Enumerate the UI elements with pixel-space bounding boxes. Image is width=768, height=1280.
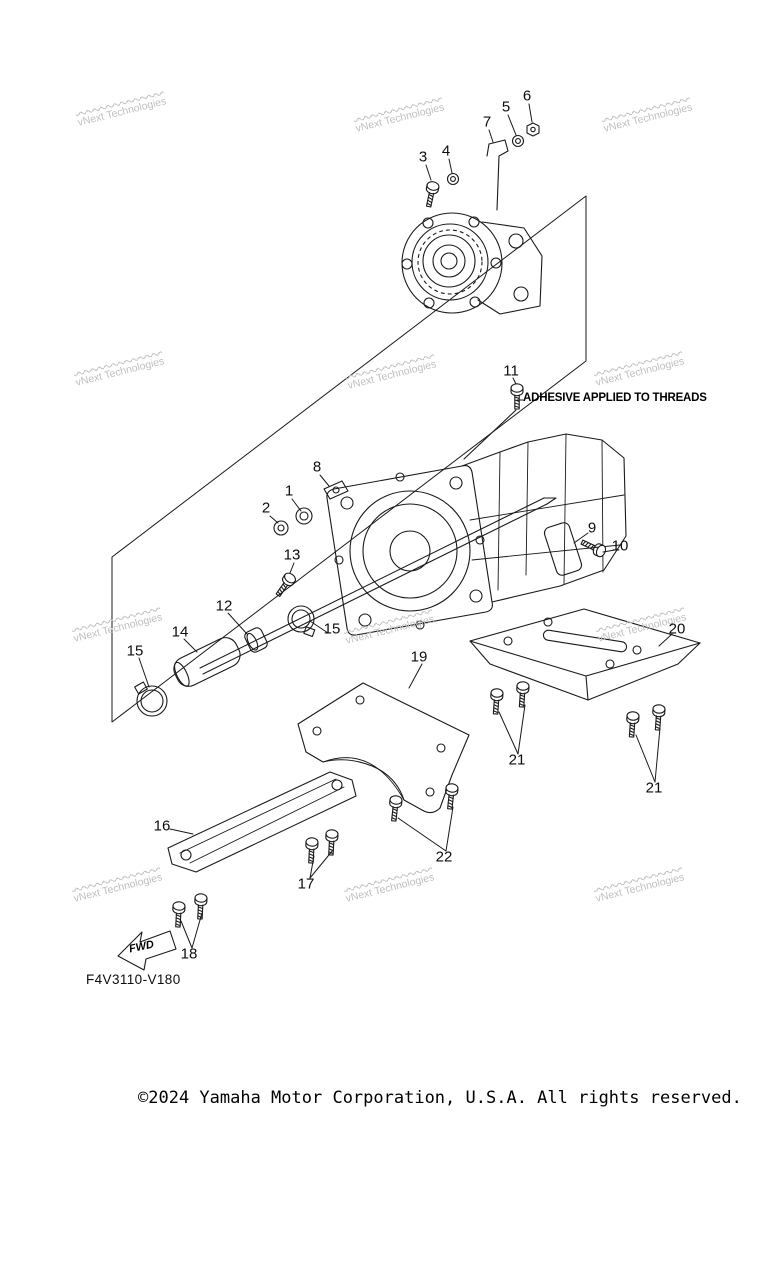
callout-15: 15 (126, 642, 144, 660)
callout-6: 6 (522, 87, 532, 105)
callout-18: 18 (180, 945, 198, 963)
callout-22: 22 (435, 848, 453, 866)
callout-1: 1 (284, 482, 294, 500)
bolts-17 (304, 828, 339, 864)
fwd-arrow (117, 930, 177, 971)
copyright-text: ©2024 Yamaha Motor Corporation, U.S.A. A… (138, 1088, 742, 1108)
adhesive-note: ADHESIVE APPLIED TO THREADS (523, 392, 707, 404)
clamp-15-right (287, 605, 316, 638)
perspective-box (111, 195, 587, 723)
callout-21: 21 (645, 779, 663, 797)
bracket-8 (323, 480, 349, 500)
bolt-11 (463, 383, 524, 460)
clamp-15-left (134, 681, 168, 717)
callout-10: 10 (611, 537, 629, 555)
callout-7: 7 (482, 113, 492, 131)
coupling-assembly (401, 139, 543, 315)
callout-3: 3 (418, 148, 428, 166)
callout-12: 12 (215, 597, 233, 615)
callout-2: 2 (261, 499, 271, 517)
callout-17: 17 (297, 875, 315, 893)
bolts-21 (488, 680, 666, 738)
parts-diagram-art (111, 103, 701, 971)
callout-9: 9 (587, 519, 597, 537)
drive-shaft (199, 497, 557, 675)
callout-21: 21 (508, 751, 526, 769)
bracket-16 (167, 771, 357, 873)
collar-1 (295, 507, 313, 525)
bolts-18 (171, 892, 208, 928)
leader-lines (138, 103, 673, 949)
bushing-14 (173, 637, 241, 687)
top-fasteners (422, 122, 540, 209)
callout-15: 15 (323, 620, 341, 638)
callout-5: 5 (501, 98, 511, 116)
damper-9 (543, 522, 583, 576)
main-housing (326, 433, 627, 636)
part-code: F4V3110-V180 (86, 972, 181, 987)
screw-13 (272, 570, 298, 600)
nut-2 (273, 520, 289, 536)
callout-13: 13 (283, 546, 301, 564)
callout-4: 4 (441, 142, 451, 160)
bushing-12 (244, 627, 268, 653)
ride-plate-20 (469, 608, 701, 701)
callout-19: 19 (410, 648, 428, 666)
callout-8: 8 (312, 458, 322, 476)
callout-20: 20 (668, 620, 686, 638)
callout-16: 16 (153, 817, 171, 835)
bracket-19 (297, 682, 470, 814)
callout-14: 14 (171, 623, 189, 641)
callout-11: 11 (503, 362, 519, 380)
